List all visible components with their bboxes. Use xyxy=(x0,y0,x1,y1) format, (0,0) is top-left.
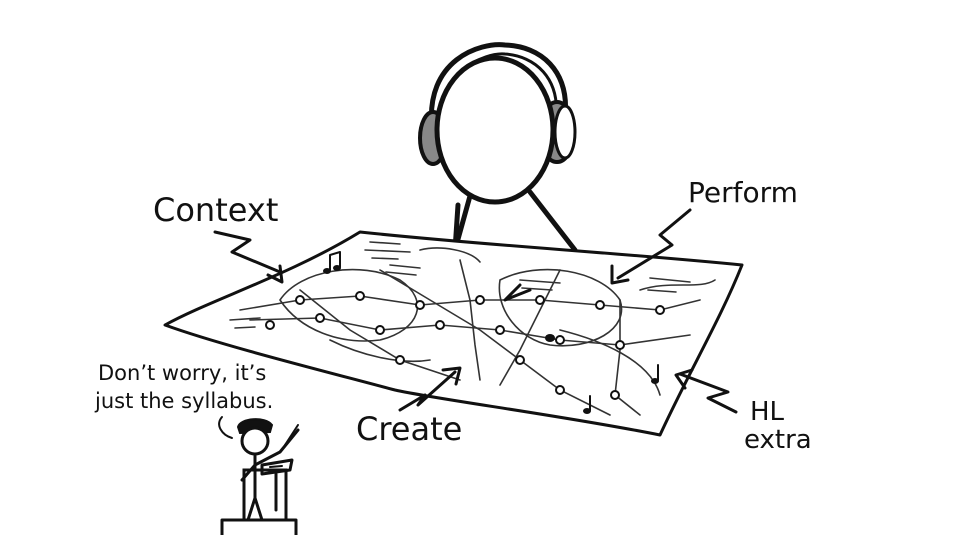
label-hl: HL xyxy=(750,397,785,427)
conductor-figure xyxy=(220,418,300,535)
syllabus-map xyxy=(163,230,744,437)
hand xyxy=(503,283,532,302)
speech-line-1: Don’t worry, it’s xyxy=(98,361,266,385)
conductor-baton-icon xyxy=(284,424,299,446)
map-paper xyxy=(163,230,744,437)
headphones-icon xyxy=(428,42,569,131)
music-note-icon xyxy=(323,251,659,414)
stick-figure-listener xyxy=(418,42,578,303)
perform-arrow xyxy=(616,208,692,280)
conductor-arm xyxy=(253,428,300,467)
context-arrow xyxy=(213,230,282,274)
label-context: Context xyxy=(153,191,278,229)
speech-line-2: just the syllabus. xyxy=(94,389,273,413)
label-perform: Perform xyxy=(688,176,798,209)
conductor-head xyxy=(240,426,270,456)
label-create: Create xyxy=(356,410,462,448)
arrows xyxy=(213,208,738,414)
label-extra: extra xyxy=(744,425,812,455)
hl-extra-arrow xyxy=(678,372,738,414)
create-arrow xyxy=(398,370,457,412)
podium-base xyxy=(220,518,298,535)
head xyxy=(434,55,556,205)
speech-tail xyxy=(218,416,233,439)
map-stations xyxy=(265,291,665,400)
